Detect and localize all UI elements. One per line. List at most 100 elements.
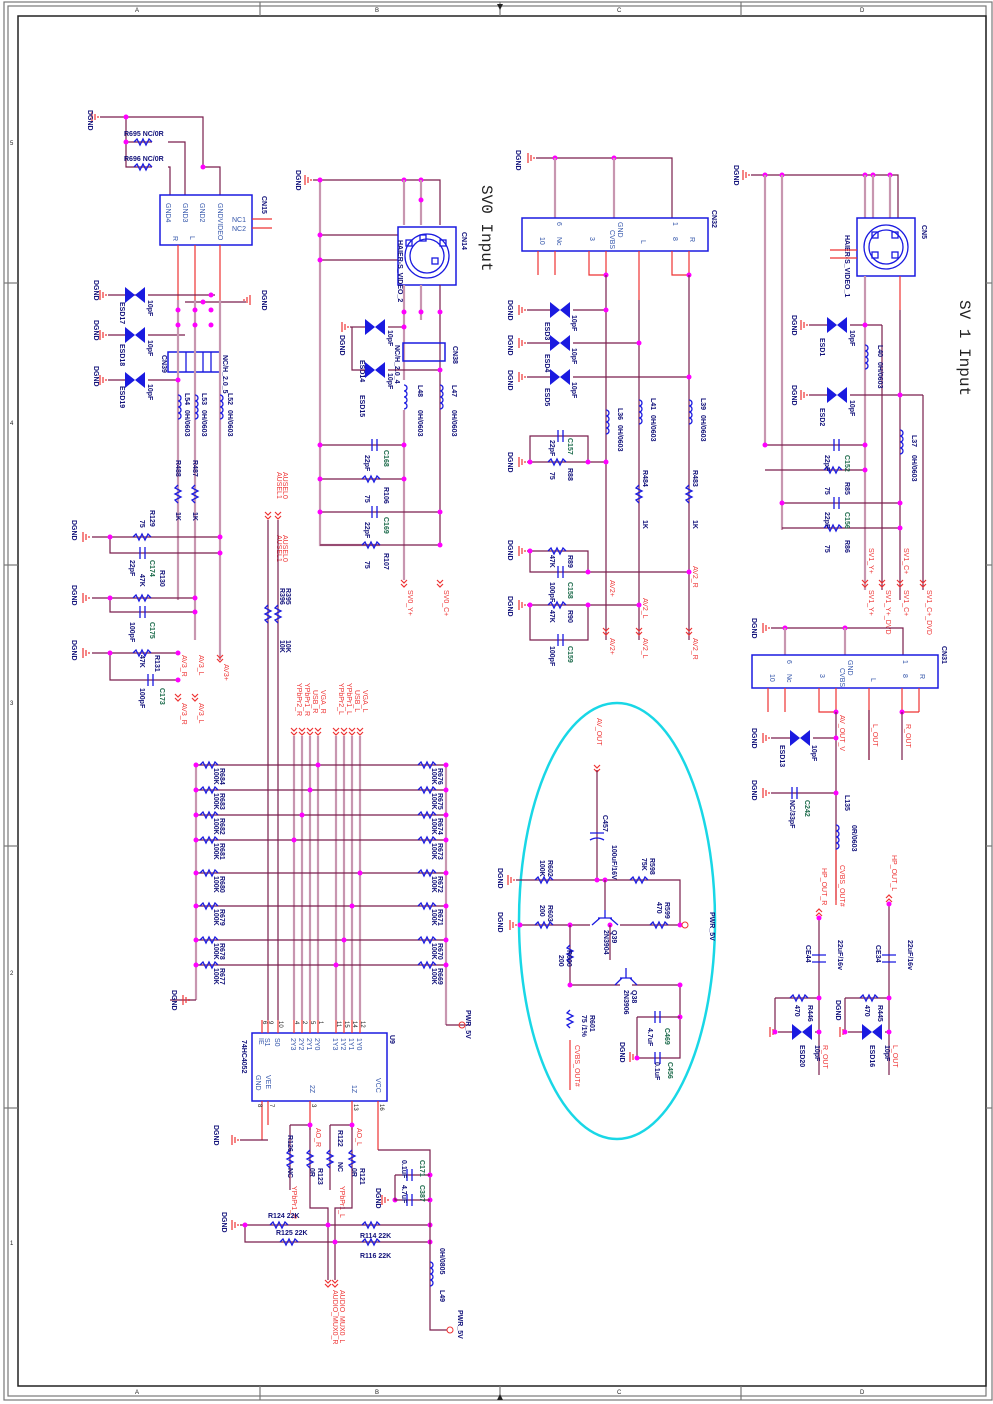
- svg-text:DGND: DGND: [750, 618, 757, 639]
- svg-text:1: 1: [671, 222, 678, 226]
- svg-text:C173: C173: [158, 688, 165, 705]
- svg-text:YPbPr1_L: YPbPr1_L: [345, 683, 352, 715]
- svg-text:VGA_L: VGA_L: [361, 690, 368, 713]
- bank-right-val: 100K: [430, 876, 437, 893]
- svg-text:ESD4: ESD4: [543, 354, 550, 372]
- border-frame: [7, 5, 987, 1397]
- resistor-icon: [199, 785, 219, 795]
- svg-text:10pF: 10pF: [570, 348, 577, 365]
- svg-text:0H/0603: 0H/0603: [699, 415, 706, 442]
- svg-text:GND3: GND3: [181, 203, 188, 223]
- svg-text:R600: R600: [565, 950, 572, 967]
- svg-text:PWR_5V: PWR_5V: [708, 912, 715, 941]
- resistor-icon: [417, 935, 437, 945]
- svg-text:0R: 0R: [350, 1168, 357, 1177]
- svg-text:AO_R: AO_R: [314, 1128, 321, 1147]
- inner-frame: [17, 15, 987, 1387]
- u9-pin-number: 5: [309, 1021, 315, 1025]
- esd13-diode: DGND ESD13 10pF: [750, 728, 839, 767]
- svg-text:HAIER-S_VIDEO_1: HAIER-S_VIDEO_1: [843, 235, 850, 297]
- svg-text:AV3_L: AV3_L: [197, 655, 204, 676]
- svg-text:C156: C156: [843, 512, 850, 529]
- svg-text:0R: 0R: [308, 1168, 315, 1177]
- svg-text:10pF: 10pF: [570, 382, 577, 399]
- bank-left-val: 100K: [212, 768, 219, 785]
- svg-text:8: 8: [256, 1104, 262, 1108]
- resistor-icon: [417, 868, 437, 878]
- svg-text:AV3_R: AV3_R: [180, 655, 187, 677]
- title-sv1-input: SV 1 Input: [955, 300, 973, 396]
- resistor-icon: [199, 901, 219, 911]
- bank-right-val: 100K: [430, 968, 437, 985]
- svg-text:HP_OUT_L: HP_OUT_L: [890, 855, 897, 891]
- svg-text:R445: R445: [876, 1005, 883, 1022]
- svg-text:C242: C242: [803, 800, 810, 817]
- svg-text:100K: 100K: [538, 860, 545, 877]
- svg-text:4.7uF: 4.7uF: [646, 1028, 653, 1047]
- svg-text:ESD2: ESD2: [818, 408, 825, 426]
- u9-pin-number: 4: [293, 1021, 299, 1025]
- svg-text:DGND: DGND: [212, 1125, 219, 1146]
- zone-col-d: D: [860, 8, 865, 14]
- svg-text:0H/0603: 0H/0603: [876, 362, 883, 389]
- svg-text:1K: 1K: [641, 520, 648, 529]
- svg-text:R85: R85: [843, 482, 850, 495]
- bank-left-ref: R681: [218, 843, 225, 860]
- svg-text:AV3_L: AV3_L: [197, 703, 204, 724]
- svg-text:GND: GND: [616, 222, 623, 238]
- svg-text:GND4: GND4: [164, 203, 171, 223]
- svg-text:R: R: [171, 236, 178, 241]
- svg-text:AV_OUT_V: AV_OUT_V: [838, 715, 845, 751]
- svg-text:CE44: CE44: [804, 945, 811, 963]
- svg-text:NC1: NC1: [232, 217, 246, 224]
- svg-text:DGND: DGND: [506, 370, 513, 391]
- cn38-connector-box: [402, 342, 446, 362]
- svg-text:2Z: 2Z: [308, 1085, 315, 1094]
- svg-text:C456: C456: [666, 1062, 673, 1079]
- svg-text:0H/0603: 0H/0603: [226, 410, 233, 437]
- svg-text:DGND: DGND: [70, 585, 77, 606]
- svg-text:22pF: 22pF: [823, 512, 830, 529]
- ausel-block: AUSEL0 AUSEL1 AUSEL0 AUSEL1 R395 R396 10…: [263, 472, 291, 1020]
- svg-text:75: 75: [823, 545, 830, 553]
- svg-text:AV2_L: AV2_L: [641, 598, 648, 619]
- u9-pin-number: 9: [267, 1021, 273, 1025]
- bank-left-val: 100K: [212, 943, 219, 960]
- svg-text:CVBS: CVBS: [838, 668, 845, 687]
- svg-text:22pF: 22pF: [363, 522, 370, 539]
- svg-text:1Z: 1Z: [350, 1085, 357, 1094]
- svg-text:AUDIO_MUX0_L: AUDIO_MUX0_L: [338, 1290, 345, 1343]
- mux-input-labels: YPbPr2_R YPbPr1_R USB_R VGA_R YPbPr2_L Y…: [290, 683, 368, 1020]
- svg-text:R396: R396: [278, 588, 285, 605]
- svg-text:C168: C168: [382, 450, 389, 467]
- resistor-r488: [173, 484, 183, 504]
- svg-text:2N3906: 2N3906: [622, 990, 629, 1015]
- svg-text:470: 470: [655, 902, 662, 914]
- zone-row-4: 4: [10, 421, 14, 427]
- svg-text:0H/0603: 0H/0603: [910, 455, 917, 482]
- svg-text:10pF: 10pF: [813, 1045, 820, 1062]
- svg-text:22pF: 22pF: [548, 440, 555, 457]
- zone-col-a-bottom: A: [135, 1390, 139, 1396]
- bank-left-val: 100K: [212, 818, 219, 835]
- svg-text:AO_L: AO_L: [355, 1128, 362, 1146]
- svg-text:L: L: [869, 678, 876, 682]
- svg-text:2N3904: 2N3904: [602, 930, 609, 955]
- svg-text:4.7uF: 4.7uF: [400, 1185, 407, 1204]
- bank-right-ref: R674: [436, 818, 443, 835]
- svg-text:R89: R89: [566, 555, 573, 568]
- esd5-diode: DGND ESD5 10pF: [506, 369, 692, 406]
- svg-text:DGND: DGND: [70, 640, 77, 661]
- svg-text:C152: C152: [843, 455, 850, 472]
- svg-text:10pF: 10pF: [146, 384, 153, 401]
- svg-text:C158: C158: [566, 582, 573, 599]
- svg-text:10pF: 10pF: [386, 373, 393, 390]
- r696-label: R696 NC/0R: [124, 156, 164, 163]
- zone-col-a: A: [135, 8, 139, 14]
- svg-text:SV1_Y+_DVD: SV1_Y+_DVD: [884, 590, 891, 635]
- bank-left-val: 100K: [212, 793, 219, 810]
- svg-text:75: 75: [823, 487, 830, 495]
- svg-text:R88: R88: [566, 468, 573, 481]
- zone-col-c: C: [617, 8, 622, 14]
- svg-text:CVBS: CVBS: [608, 230, 615, 249]
